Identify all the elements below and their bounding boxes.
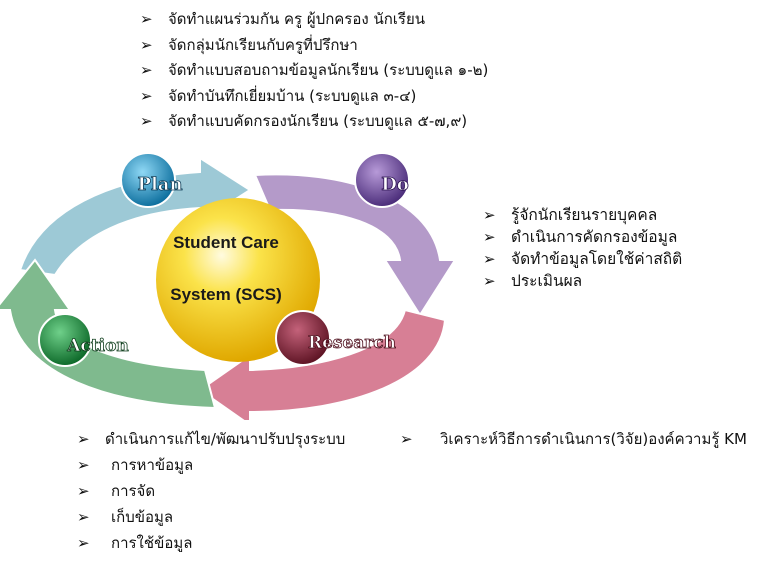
arrow-bullet-icon: ➢: [140, 10, 153, 28]
plan-arrow: [18, 156, 252, 277]
research-badge: [275, 310, 331, 366]
arrow-bullet-icon: ➢: [400, 430, 413, 448]
arrow-bullet-icon: ➢: [77, 456, 90, 474]
arrow-bullet-icon: ➢: [140, 112, 153, 130]
arrow-bullet-icon: ➢: [483, 206, 496, 224]
do-badge: [354, 152, 410, 208]
list-item: ➢การใช้ข้อมูล: [77, 530, 345, 556]
list-item: ➢จัดทำแบบสอบถามข้อมูลนักเรียน (ระบบดูแล …: [140, 58, 488, 84]
list-item: ➢จัดทำแผนร่วมกัน ครู ผู้ปกครอง นักเรียน: [140, 7, 488, 33]
center-title-line2: System (SCS): [170, 285, 281, 304]
do-label: Do: [381, 174, 409, 195]
action-arrow: [0, 258, 217, 410]
arrow-bullet-icon: ➢: [483, 228, 496, 246]
arrow-bullet-icon: ➢: [77, 508, 90, 526]
arrow-bullet-icon: ➢: [77, 430, 90, 448]
list-item: ➢จัดกลุ่มนักเรียนกับครูที่ปรึกษา: [140, 33, 488, 59]
do-steps-list: ➢รู้จักนักเรียนรายบุคคล ➢ดำเนินการคัดกรอ…: [483, 204, 682, 292]
research-arrow: [198, 308, 447, 420]
research-label: Research: [308, 333, 396, 353]
center-title-line1: Student Care: [173, 233, 279, 252]
action-steps-list: ➢ดำเนินการแก้ไข/พัฒนาปรับปรุงระบบ ➢การหา…: [77, 426, 345, 556]
pdra-cycle-diagram: Student Care System (SCS) Plan Do Resear…: [0, 152, 457, 420]
plan-badge: [120, 152, 176, 208]
do-arrow: [253, 173, 457, 317]
arrow-bullet-icon: ➢: [140, 35, 153, 54]
list-item: ➢ประเมินผล: [483, 272, 583, 290]
arrow-bullet-icon: ➢: [77, 482, 90, 500]
list-item: ➢รู้จักนักเรียนรายบุคคล: [483, 206, 658, 224]
list-item: ➢การหาข้อมูล: [77, 452, 345, 478]
center-sphere: [156, 198, 320, 362]
plan-steps-list: ➢จัดทำแผนร่วมกัน ครู ผู้ปกครอง นักเรียน …: [140, 7, 488, 135]
arrow-bullet-icon: ➢: [483, 250, 496, 268]
list-item: ➢การจัด: [77, 478, 345, 504]
list-item: ➢จัดทำบันทึกเยี่ยมบ้าน (ระบบดูแล ๓-๔): [140, 84, 488, 110]
list-item: ➢ดำเนินการคัดกรองข้อมูล: [483, 228, 678, 246]
research-steps-list: ➢วิเคราะห์วิธีการดำเนินการ(วิจัย)องค์ควา…: [400, 426, 760, 452]
list-item: ➢ดำเนินการแก้ไข/พัฒนาปรับปรุงระบบ: [77, 426, 345, 452]
list-item: ➢จัดทำข้อมูลโดยใช้ค่าสถิติ: [483, 250, 683, 268]
arrow-bullet-icon: ➢: [140, 61, 153, 79]
list-item: ➢เก็บข้อมูล: [77, 504, 345, 530]
arrow-bullet-icon: ➢: [483, 272, 496, 290]
list-item: ➢วิเคราะห์วิธีการดำเนินการ(วิจัย)องค์ควา…: [400, 426, 760, 452]
action-badge: [38, 313, 92, 367]
arrow-bullet-icon: ➢: [140, 86, 153, 105]
list-item: ➢จัดทำแบบคัดกรองนักเรียน (ระบบดูแล ๕-๗,๙…: [140, 109, 488, 135]
plan-label: Plan: [137, 174, 182, 195]
action-label: Action: [66, 336, 129, 356]
arrow-bullet-icon: ➢: [77, 534, 90, 552]
